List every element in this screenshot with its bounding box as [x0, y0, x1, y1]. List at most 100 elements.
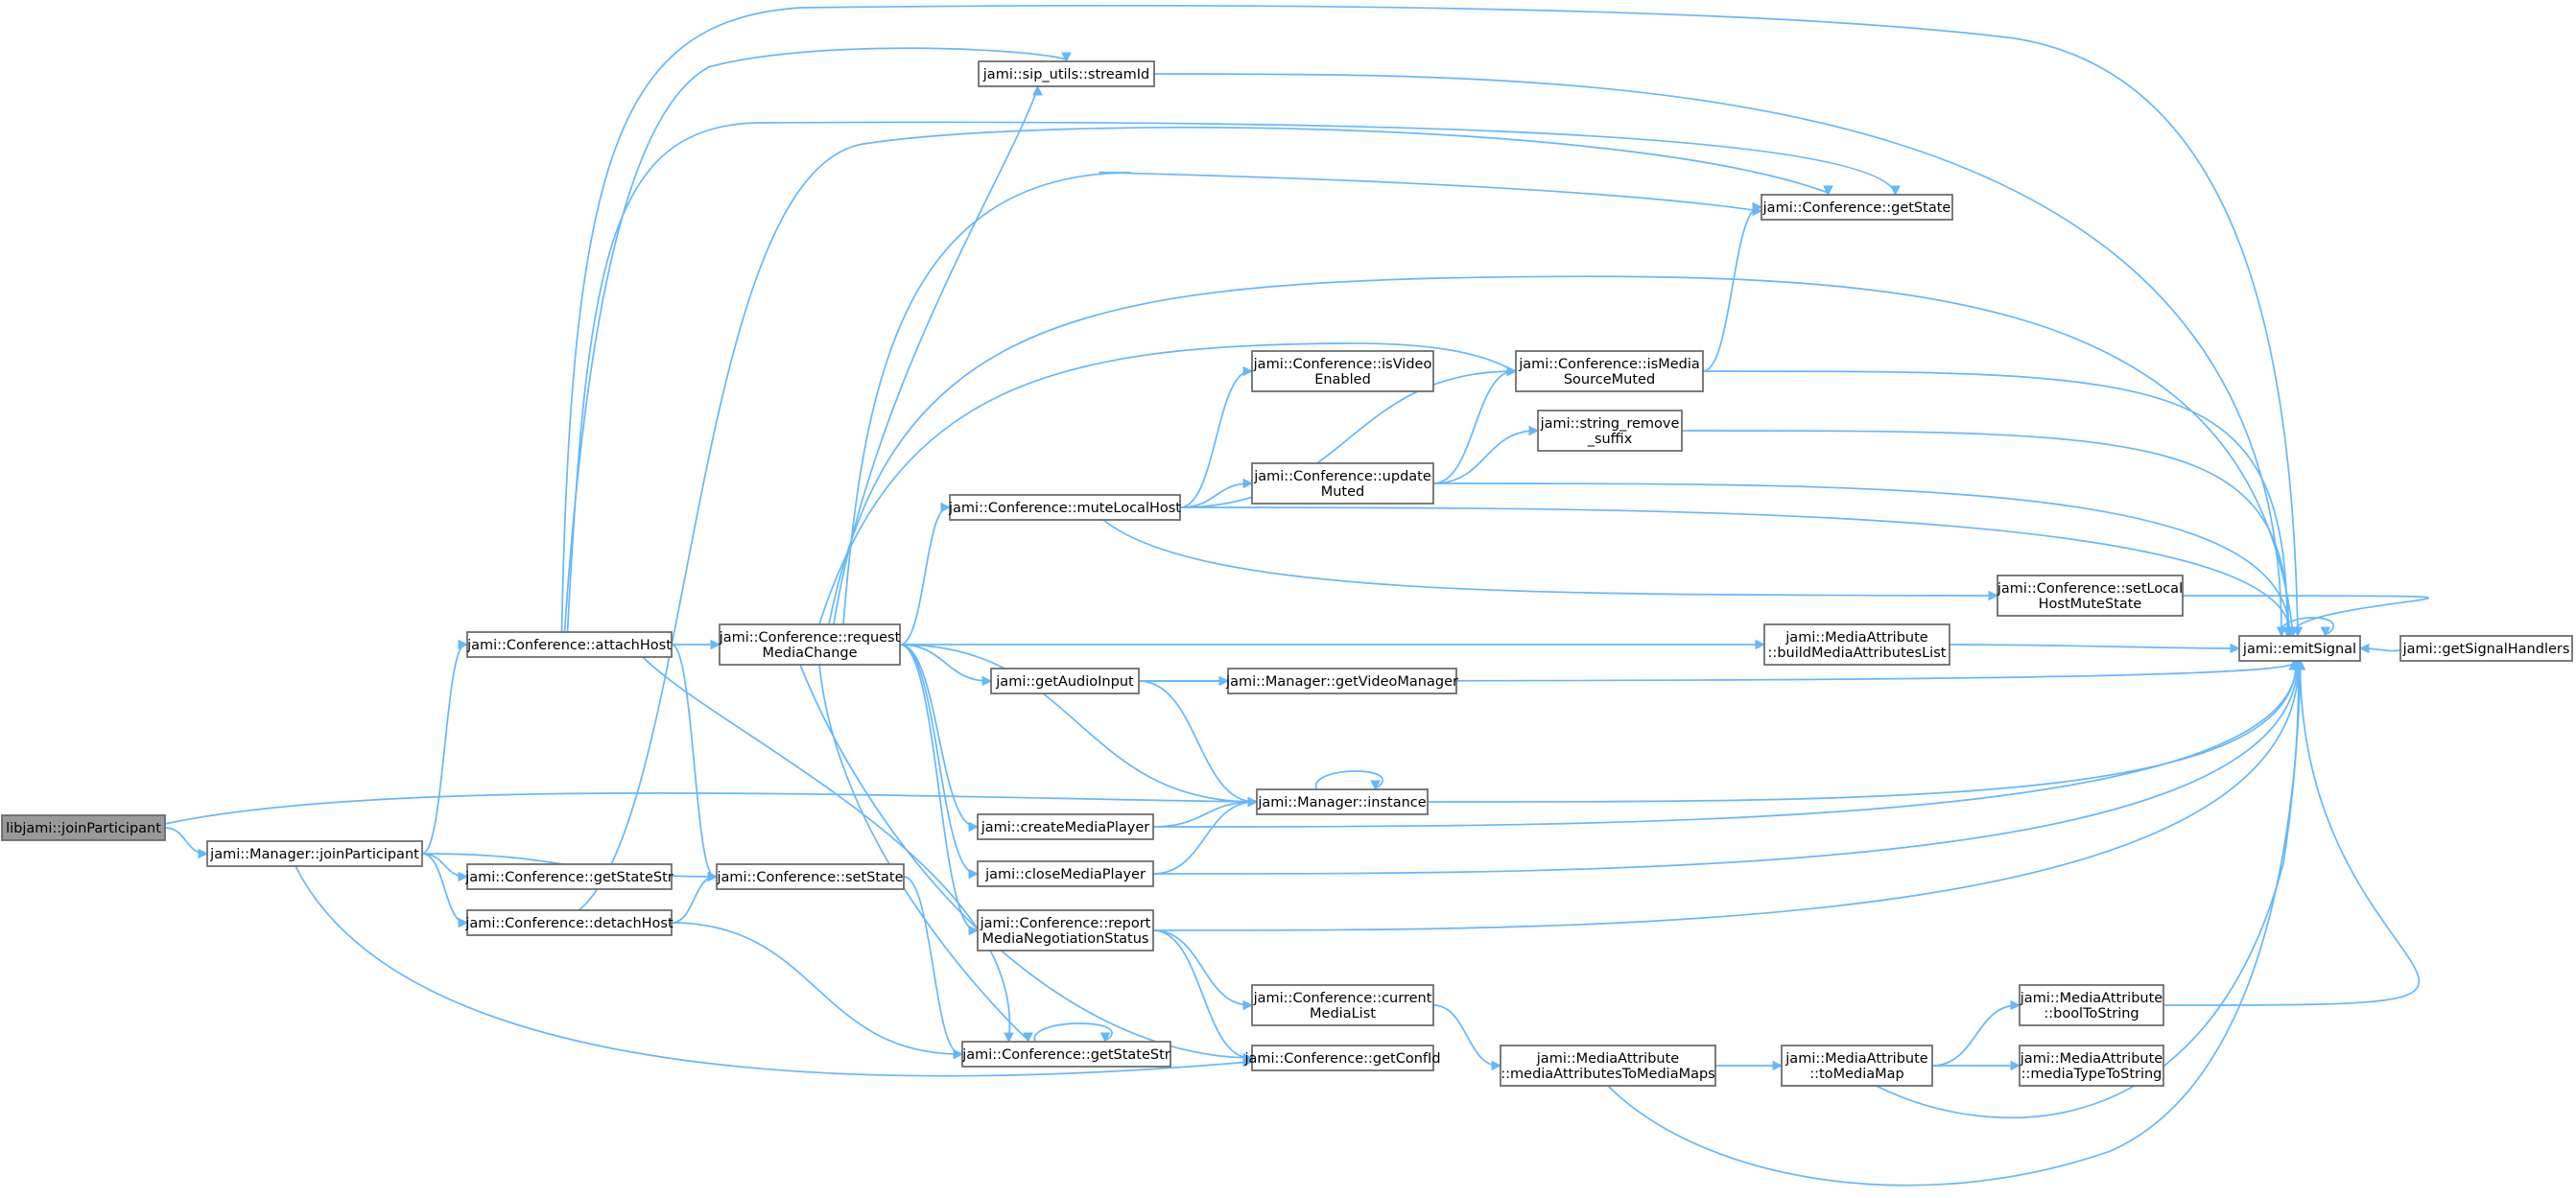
node-box [2019, 984, 2164, 1026]
node-create-media-player[interactable]: jami::createMediaPlayer [977, 813, 1154, 840]
nodes-layer: libjami::joinParticipantjami::Manager::j… [1, 60, 2573, 1087]
node-label: jami::Conference::getConfId [1243, 1051, 1440, 1067]
edge-arrowhead [940, 502, 952, 513]
edge-line [1152, 662, 2299, 875]
edge-conf_attach_host-to-conf_request_media_change [672, 639, 721, 650]
edge-manager_instance-to-emit_signal [1427, 659, 2302, 803]
edge-line [1179, 370, 1515, 508]
edge-conf_update_muted-to-conf_is_media_source_muted [1432, 365, 1518, 484]
edge-line [1033, 1022, 1113, 1043]
node-label: ::mediaTypeToString [2021, 1067, 2162, 1082]
edge-line [899, 644, 1256, 803]
edge-line [1152, 801, 1256, 828]
node-label: ::boolToString [2044, 1006, 2139, 1022]
node-join-participant-lib[interactable]: libjami::joinParticipant [1, 814, 166, 841]
node-conf-get-conf-id[interactable]: jami::Conference::getConfId [1243, 1045, 1441, 1071]
edge-arrowhead [2010, 1060, 2021, 1071]
node-manager-get-video-manager[interactable]: jami::Manager::getVideoManager [1225, 668, 1458, 694]
edge-arrowhead [1242, 999, 1254, 1011]
edge-line [295, 865, 1251, 1077]
edge-line [560, 4, 2299, 635]
node-box [1251, 984, 1434, 1026]
edge-arrowhead [981, 675, 993, 687]
node-box [977, 813, 1154, 840]
node-media-attr-build-list[interactable]: jami::MediaAttribute::buildMediaAttribut… [1763, 623, 1950, 666]
edge-conf_request_media_change-to-close_media_player [899, 644, 980, 880]
edge-conf_mute_local_host-to-conf_is_video_enabled [1179, 365, 1254, 508]
node-box [1227, 668, 1457, 694]
node-media-attr-to-media-maps[interactable]: jami::MediaAttribute::mediaAttributesToM… [1500, 1045, 1716, 1087]
edge-arrowhead [968, 925, 980, 936]
node-media-attr-bool-to-string[interactable]: jami::MediaAttribute::boolToString [2019, 984, 2164, 1026]
edge-line [671, 922, 961, 1055]
edge-line [1702, 370, 2289, 635]
node-conf-set-state[interactable]: jami::Conference::setState [716, 863, 905, 890]
node-conf-detach-host[interactable]: jami::Conference::detachHost [464, 909, 674, 936]
node-conf-attach-host[interactable]: jami::Conference::attachHost [466, 631, 673, 658]
node-label: jami::MediaAttribute [1784, 1051, 1927, 1067]
edge-conf_request_media_change-to-media_attr_build_list [900, 639, 1766, 650]
node-emit-signal[interactable]: jami::emitSignal [2238, 635, 2361, 662]
node-conf-get-state-str-1[interactable]: jami::Conference::getStateStr [464, 863, 674, 890]
node-label: jami::Conference::report [980, 916, 1151, 931]
node-conf-get-state[interactable]: jami::Conference::getState [1761, 194, 1953, 221]
edge-line [566, 121, 1897, 633]
node-label: jami::Conference::attachHost [466, 638, 672, 653]
edge-line [1152, 662, 2300, 931]
node-label: jami::createMediaPlayer [981, 820, 1150, 835]
edge-arrowhead [458, 917, 469, 928]
node-label: jami::Conference::request [719, 630, 901, 646]
node-media-attr-media-type-to-string[interactable]: jami::MediaAttribute::mediaTypeToString [2019, 1045, 2164, 1087]
node-conf-report-media-negotiation-status[interactable]: jami::Conference::reportMediaNegotiation… [977, 909, 1154, 951]
edge-arrowhead [1099, 1032, 1111, 1044]
node-get-audio-input[interactable]: jami::getAudioInput [990, 668, 1140, 694]
edge-line [1432, 370, 1515, 484]
edge-arrowhead [1061, 52, 1072, 63]
edge-arrowhead [1370, 780, 1382, 791]
node-string-remove-suffix[interactable]: jami::string_remove_suffix [1537, 410, 1683, 452]
node-label: jami::Conference::isMedia [1518, 357, 1700, 372]
edge-arrowhead [1528, 425, 1540, 436]
node-media-attr-to-media-map[interactable]: jami::MediaAttribute::toMediaMap [1781, 1045, 1933, 1087]
edge-media_attr_build_list-to-emit_signal [1949, 643, 2241, 654]
node-label: jami::closeMediaPlayer [984, 867, 1146, 882]
edge-conf_request_media_change-to-conf_get_state_str_2 [818, 664, 1033, 1044]
edge-line [1432, 430, 1537, 484]
edge-line [2280, 617, 2335, 637]
node-label: jami::Conference::getState [1762, 200, 1951, 216]
edge-conf_request_media_change-to-conf_report_media_negotiation_status [899, 644, 980, 936]
node-box [978, 60, 1155, 87]
node-manager-instance[interactable]: jami::Manager::instance [1256, 788, 1429, 815]
node-box [1537, 410, 1683, 452]
node-manager-join-participant[interactable]: jami::Manager::joinParticipant [206, 840, 423, 867]
edge-line [1702, 206, 1761, 372]
node-box [2399, 635, 2573, 662]
node-conf-mute-local-host[interactable]: jami::Conference::muteLocalHost [948, 494, 1181, 521]
edge-line [899, 644, 977, 931]
node-box [1997, 575, 2184, 617]
edge-media_attr_to_media_map-to-media_attr_bool_to_string [1931, 999, 2021, 1067]
node-conf-get-state-str-2[interactable]: jami::Conference::getStateStr [961, 1041, 1171, 1068]
edge-arrowhead [1988, 590, 1999, 601]
edge-conf_get_state_str_2-to-conf_get_state_str_2 [1033, 1022, 1113, 1044]
node-label: MediaChange [762, 646, 857, 661]
edge-line [421, 644, 466, 855]
edge-arrowhead [1491, 1060, 1502, 1071]
node-sip-utils-stream-id[interactable]: jami::sip_utils::streamId [978, 60, 1155, 87]
node-box [1763, 623, 1950, 666]
edge-line [2182, 595, 2429, 635]
node-get-signal-handlers[interactable]: jami::getSignalHandlers [2399, 635, 2573, 662]
edge-line [1432, 482, 2291, 635]
edge-line [1949, 644, 2238, 649]
edge-line [1681, 430, 2290, 635]
node-label: jami::MediaAttribute [2020, 991, 2162, 1006]
node-close-media-player[interactable]: jami::closeMediaPlayer [977, 860, 1154, 887]
edge-arrowhead [1752, 201, 1763, 213]
node-label: jami::emitSignal [2242, 642, 2356, 657]
